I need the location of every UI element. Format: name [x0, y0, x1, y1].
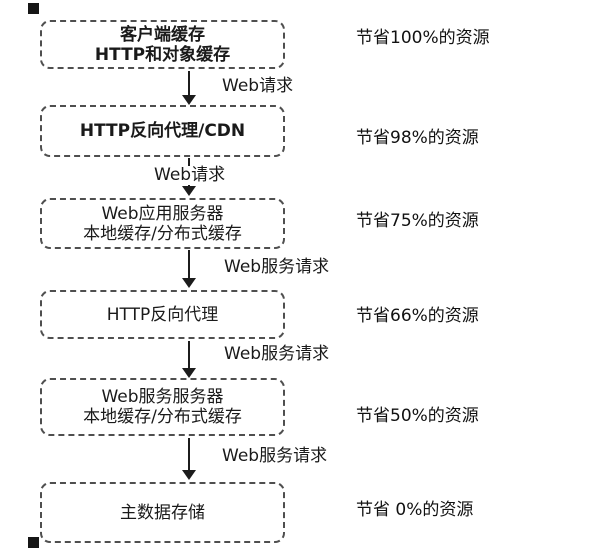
box-web-service-server: Web服务服务器 本地缓存/分布式缓存: [40, 378, 285, 436]
box-web-app-server-line2: 本地缓存/分布式缓存: [83, 223, 242, 244]
arrow-5-down-arrowhead-icon: [182, 470, 196, 480]
box-client-cache: 客户端缓存 HTTP和对象缓存: [40, 20, 285, 69]
arrow-2-label: Web请求: [152, 165, 228, 185]
saving-label-client-cache: 节省100%的资源: [356, 28, 490, 48]
box-web-service-server-line1: Web服务服务器: [101, 387, 224, 407]
arrow-2-down-arrowhead-icon: [182, 186, 196, 196]
arrow-3-shaft: [188, 250, 190, 279]
box-web-service-server-line2: 本地缓存/分布式缓存: [83, 407, 242, 427]
box-client-cache-line1: 客户端缓存: [120, 24, 205, 45]
box-web-app-server: Web应用服务器 本地缓存/分布式缓存: [40, 198, 285, 249]
box-web-app-server-line1: Web应用服务器: [101, 203, 224, 224]
box-http-reverse-proxy-line1: HTTP反向代理: [106, 304, 219, 325]
saving-label-primary-data-store: 节省 0%的资源: [356, 500, 474, 520]
arrow-3-label: Web服务请求: [224, 257, 330, 277]
arrow-4-shaft: [188, 341, 190, 369]
arrow-4-label: Web服务请求: [224, 344, 330, 364]
saving-label-http-reverse-proxy: 节省66%的资源: [356, 306, 479, 326]
box-primary-data-store-line1: 主数据存储: [120, 502, 205, 523]
black-square-marker-top: [28, 3, 39, 14]
arrow-1-shaft: [188, 71, 190, 96]
arrow-1-label: Web请求: [222, 76, 294, 96]
box-http-reverse-proxy-cdn: HTTP反向代理/CDN: [40, 105, 285, 157]
box-http-reverse-proxy: HTTP反向代理: [40, 290, 285, 339]
saving-label-web-app-server: 节省75%的资源: [356, 211, 479, 231]
box-http-reverse-proxy-cdn-line1: HTTP反向代理/CDN: [79, 121, 246, 141]
box-client-cache-line2: HTTP和对象缓存: [94, 44, 231, 65]
arrow-5-label: Web服务请求: [222, 446, 328, 466]
arrow-4-down-arrowhead-icon: [182, 368, 196, 378]
box-primary-data-store: 主数据存储: [40, 482, 285, 543]
black-square-marker-bottom: [28, 537, 39, 548]
saving-label-http-reverse-proxy-cdn: 节省98%的资源: [356, 128, 479, 148]
arrow-3-down-arrowhead-icon: [182, 278, 196, 288]
saving-label-web-service-server: 节省50%的资源: [356, 406, 479, 426]
arrow-5-shaft: [188, 438, 190, 471]
arrow-1-down-arrowhead-icon: [182, 95, 196, 105]
